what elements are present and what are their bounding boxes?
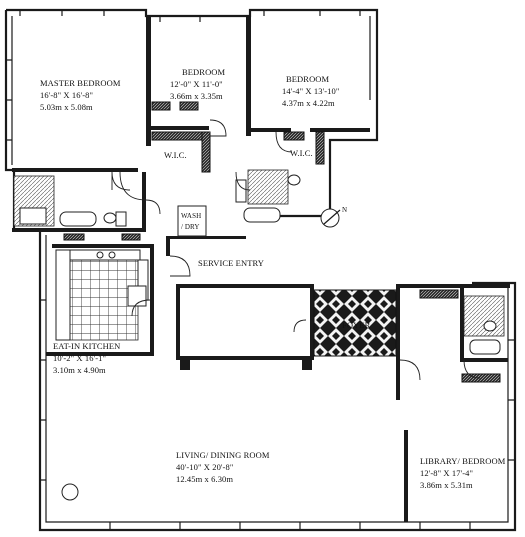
misc-fixtures bbox=[61, 208, 341, 501]
powder-room bbox=[463, 295, 505, 355]
foyer-floor bbox=[313, 289, 397, 357]
library-dim-m: 3.86m x 5.31m bbox=[420, 480, 473, 490]
library-label: LIBRARY/ BEDROOM 12'-8" X 17'-4" 3.86m x… bbox=[420, 456, 506, 490]
wash-dry-unit[interactable]: WASH / DRY bbox=[177, 205, 207, 237]
service-entry-label: SERVICE ENTRY bbox=[198, 258, 264, 268]
interior-walls bbox=[12, 16, 510, 522]
master-bedroom-dim-ft: 16'-8" X 16'-8" bbox=[40, 90, 93, 100]
bedroom-3-dim-ft: 14'-4" X 13'-10" bbox=[282, 86, 339, 96]
dry-label: / DRY bbox=[181, 223, 200, 231]
doors bbox=[111, 119, 481, 381]
kitchen-fixtures bbox=[55, 249, 149, 341]
kitchen-dim-m: 3.10m x 4.90m bbox=[53, 365, 106, 375]
closets bbox=[63, 101, 501, 383]
living-dim-ft: 40'-10" X 20'-8" bbox=[176, 462, 233, 472]
master-bath bbox=[13, 175, 127, 227]
kitchen-label: EAT-IN KITCHEN 10'-2" X 16'-1" 3.10m x 4… bbox=[53, 341, 120, 375]
compass-north-label: N bbox=[342, 206, 347, 214]
living-name: LIVING/ DINING ROOM bbox=[176, 450, 270, 460]
bedroom-3-dim-m: 4.37m x 4.22m bbox=[282, 98, 335, 108]
bedroom-2-label: BEDROOM 12'-0" X 11'-0" 3.66m x 3.35m bbox=[170, 67, 226, 101]
kitchen-name: EAT-IN KITCHEN bbox=[53, 341, 120, 351]
master-bedroom-label: MASTER BEDROOM 16'-8" X 16'-8" 5.03m x 5… bbox=[40, 78, 121, 112]
bedroom-3-label: BEDROOM 14'-4" X 13'-10" 4.37m x 4.22m bbox=[282, 74, 339, 108]
wic-1-label: W.I.C. bbox=[164, 150, 187, 160]
kitchen-dim-ft: 10'-2" X 16'-1" bbox=[53, 353, 106, 363]
master-bedroom-dim-m: 5.03m x 5.08m bbox=[40, 102, 93, 112]
library-name: LIBRARY/ BEDROOM bbox=[420, 456, 506, 466]
exterior-walls bbox=[4, 8, 517, 532]
wic-2-label: W.I.C. bbox=[290, 148, 313, 158]
foyer-label: FOYER bbox=[342, 320, 371, 330]
library-dim-ft: 12'-8" X 17'-4" bbox=[420, 468, 473, 478]
living-dim-m: 12.45m x 6.30m bbox=[176, 474, 233, 484]
living-dining-label: LIVING/ DINING ROOM 40'-10" X 20'-8" 12.… bbox=[176, 450, 270, 484]
bedroom-2-name: BEDROOM bbox=[182, 67, 226, 77]
bedroom-2-dim-m: 3.66m x 3.35m bbox=[170, 91, 223, 101]
bedroom-3-name: BEDROOM bbox=[286, 74, 330, 84]
wash-label: WASH bbox=[181, 212, 201, 220]
master-bedroom-name: MASTER BEDROOM bbox=[40, 78, 121, 88]
bedroom-2-dim-ft: 12'-0" X 11'-0" bbox=[170, 79, 223, 89]
bath-2 bbox=[235, 169, 301, 223]
